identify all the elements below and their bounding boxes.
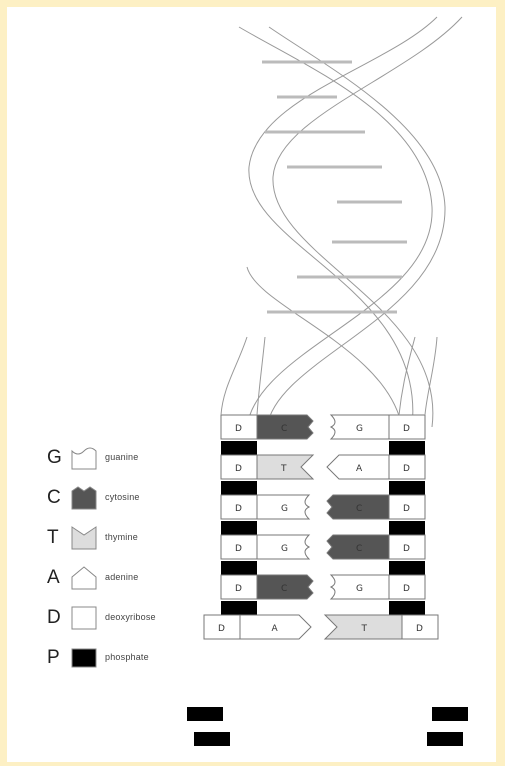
deoxyribose-label: D bbox=[235, 544, 242, 554]
base-left bbox=[256, 414, 314, 440]
phosphate-left bbox=[221, 441, 257, 455]
deoxyribose-label: D bbox=[235, 584, 242, 594]
base-right-label: G bbox=[356, 584, 363, 594]
base-right-label: G bbox=[356, 424, 363, 434]
base-left bbox=[256, 534, 311, 560]
deoxyribose-left bbox=[220, 494, 258, 520]
legend-letter: P bbox=[47, 647, 60, 668]
deoxyribose-right bbox=[388, 574, 426, 600]
base-left bbox=[256, 574, 314, 600]
phosphate-left bbox=[221, 601, 257, 615]
base-right-label: C bbox=[356, 504, 362, 514]
deoxyribose-right bbox=[388, 414, 426, 440]
legend-swatch-guanine bbox=[71, 447, 97, 470]
base-left-label: C bbox=[281, 424, 287, 434]
legend-swatch-deoxyribose bbox=[71, 606, 97, 630]
deoxyribose-left bbox=[220, 454, 258, 480]
phosphate-right bbox=[389, 561, 425, 575]
deoxyribose-label: D bbox=[403, 584, 410, 594]
deoxyribose-label: D bbox=[235, 504, 242, 514]
base-left-label: A bbox=[272, 624, 279, 634]
deoxyribose-right bbox=[388, 494, 426, 520]
base-left bbox=[256, 454, 315, 480]
legend-label: cytosine bbox=[105, 492, 140, 502]
phosphate-right bbox=[389, 481, 425, 495]
base-right-label: T bbox=[361, 624, 368, 634]
deoxyribose-left bbox=[203, 614, 241, 640]
legend-letter: C bbox=[47, 487, 61, 508]
base-right bbox=[326, 534, 390, 560]
legend-letter: A bbox=[47, 567, 60, 588]
legend-swatch-cytosine bbox=[71, 486, 97, 510]
deoxyribose-left bbox=[220, 574, 258, 600]
deoxyribose-label: D bbox=[235, 424, 242, 434]
legend-swatch-thymine bbox=[71, 526, 97, 550]
legend-letter: G bbox=[47, 447, 62, 468]
deoxyribose-right bbox=[388, 534, 426, 560]
deoxyribose-right bbox=[401, 614, 439, 640]
phosphate-left bbox=[194, 732, 230, 746]
base-right bbox=[329, 574, 390, 600]
legend-swatch-adenine bbox=[71, 566, 97, 590]
phosphate-left bbox=[221, 521, 257, 535]
deoxyribose-label: D bbox=[403, 424, 410, 434]
phosphate-right bbox=[389, 441, 425, 455]
dna-structure-diagram: D D C G D D T A D D G C D D G C D D C G D D A T bbox=[187, 16, 468, 746]
deoxyribose-label: D bbox=[416, 624, 423, 634]
legend-swatch-phosphate bbox=[71, 648, 97, 668]
base-left-label: C bbox=[281, 584, 287, 594]
legend-label: adenine bbox=[105, 572, 139, 582]
deoxyribose-right bbox=[388, 454, 426, 480]
phosphate-right bbox=[432, 707, 468, 721]
deoxyribose-label: D bbox=[218, 624, 225, 634]
base-left-label: G bbox=[281, 504, 288, 514]
deoxyribose-label: D bbox=[403, 544, 410, 554]
base-right bbox=[323, 614, 403, 640]
legend-label: phosphate bbox=[105, 652, 149, 662]
base-left bbox=[239, 614, 312, 640]
deoxyribose-label: D bbox=[235, 464, 242, 474]
legend-label: thymine bbox=[105, 532, 138, 542]
legend-letter: D bbox=[47, 607, 61, 628]
phosphate-left bbox=[221, 561, 257, 575]
phosphate-right bbox=[389, 601, 425, 615]
legend-label: deoxyribose bbox=[105, 612, 156, 622]
phosphate-right bbox=[389, 521, 425, 535]
phosphate-left bbox=[221, 481, 257, 495]
phosphate-left bbox=[187, 707, 223, 721]
deoxyribose-label: D bbox=[403, 464, 410, 474]
legend-label: guanine bbox=[105, 452, 139, 462]
base-left-label: G bbox=[281, 544, 288, 554]
unwound-ladder: D D C G D D T A D D G C D D G C D D C G D D A T bbox=[187, 336, 468, 746]
legend-letter: T bbox=[47, 527, 59, 548]
base-right bbox=[326, 454, 390, 480]
base-left bbox=[256, 494, 311, 520]
base-right bbox=[326, 494, 390, 520]
base-right-label: A bbox=[356, 464, 363, 474]
strand-connectors bbox=[220, 336, 438, 416]
base-left-label: T bbox=[280, 464, 287, 474]
phosphate-right bbox=[427, 732, 463, 746]
base-right bbox=[329, 414, 390, 440]
deoxyribose-label: D bbox=[403, 504, 410, 514]
base-right-label: C bbox=[356, 544, 362, 554]
helix-base-pairs bbox=[262, 60, 407, 314]
double-helix bbox=[238, 16, 463, 428]
